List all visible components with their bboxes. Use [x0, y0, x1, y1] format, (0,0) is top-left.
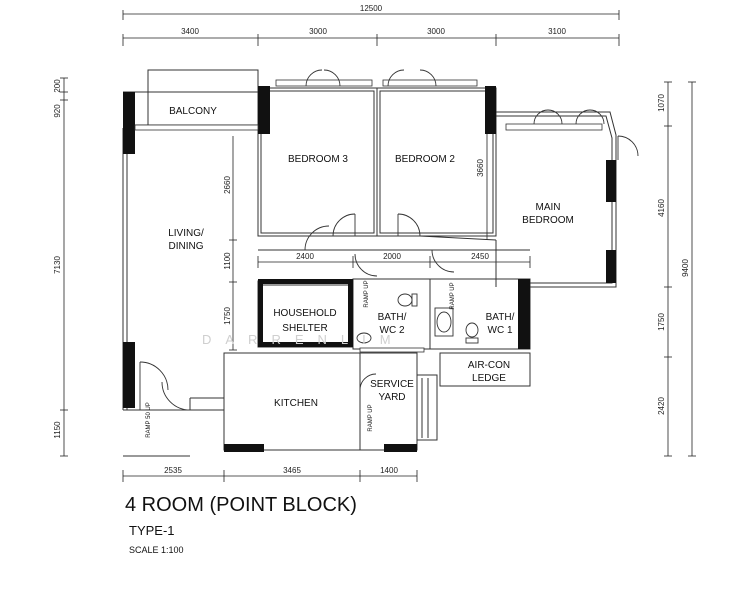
room-shelter-line1: HOUSEHOLD [273, 308, 336, 319]
bottom-dim-3: 1400 [380, 466, 398, 475]
bath2-width-dim: 2000 [383, 252, 401, 261]
shelter-height-dim: 1750 [223, 307, 232, 325]
overall-depth-label: 9400 [681, 259, 690, 277]
top-dim-2: 3000 [309, 27, 327, 36]
room-bath1-line2: WC 1 [488, 325, 513, 336]
room-bath2-line1: BATH/ [378, 312, 407, 323]
overall-width-label: 12500 [360, 4, 383, 13]
room-labels: BALCONY BEDROOM 3 BEDROOM 2 MAIN BEDROOM… [168, 106, 574, 409]
plan-title: 4 ROOM (POINT BLOCK) [125, 494, 357, 516]
room-shelter-line2: SHELTER [282, 323, 327, 334]
structural-columns [123, 86, 616, 452]
wc2-basin-icon [356, 332, 372, 344]
wc2-toilet-icon [397, 293, 413, 307]
right-dim-1: 1070 [657, 94, 666, 112]
room-aircon-line1: AIR-CON [468, 360, 510, 371]
ramp-bath1-label: RAMP UP [450, 282, 456, 309]
room-service-line2: YARD [378, 392, 405, 403]
wc1-basin-icon [436, 311, 452, 333]
sanitary-fixtures [356, 293, 479, 344]
room-service-line1: SERVICE [370, 379, 414, 390]
windows [134, 79, 603, 353]
dimension-labels: 12500 3400 3000 3000 3100 920 200 7130 1… [53, 4, 690, 475]
ramp-yard-label: RAMP UP [368, 404, 374, 431]
watermark: DARRENLIM [202, 332, 405, 347]
room-main-bedroom-line1: MAIN [536, 202, 561, 213]
room-bedroom2: BEDROOM 2 [395, 154, 455, 165]
bottom-dim-1: 2535 [164, 466, 182, 475]
room-balcony: BALCONY [169, 106, 217, 117]
wc1-toilet-icon [465, 322, 479, 338]
room-living-line2: DINING [169, 241, 204, 252]
bedroom2-depth-dim: 3660 [476, 159, 485, 177]
ramp-labels: RAMP 50 UP RAMP UP RAMP UP RAMP UP [146, 280, 456, 437]
ramp-bath2-label: RAMP UP [364, 280, 370, 307]
top-dim-4: 3100 [548, 27, 566, 36]
right-dim-4: 2420 [657, 397, 666, 415]
plan-scale: SCALE 1:100 [129, 545, 184, 555]
right-dim-2: 4160 [657, 199, 666, 217]
room-kitchen: KITCHEN [274, 398, 318, 409]
dimension-lines [60, 10, 696, 482]
left-dim-4: 1150 [53, 421, 62, 439]
plan-subtitle: TYPE-1 [129, 523, 175, 538]
room-living-line1: LIVING/ [168, 228, 204, 239]
shelter-width-dim: 2400 [296, 252, 314, 261]
bath1-width-dim: 2450 [471, 252, 489, 261]
ramp-entry-label: RAMP 50 UP [146, 402, 152, 438]
room-aircon-line2: LEDGE [472, 373, 506, 384]
door-swings [139, 69, 639, 411]
bedroom3-height-dim: 2660 [223, 176, 232, 194]
left-dim-3: 7130 [53, 256, 62, 274]
left-dim-1: 920 [53, 104, 62, 118]
room-bedroom3: BEDROOM 3 [288, 154, 348, 165]
room-bath1-line1: BATH/ [486, 312, 515, 323]
top-dim-1: 3400 [181, 27, 199, 36]
left-dim-2: 200 [53, 79, 62, 93]
right-dim-3: 1750 [657, 313, 666, 331]
room-bath2-line2: WC 2 [380, 325, 405, 336]
room-main-bedroom-line2: BEDROOM [522, 215, 574, 226]
corridor-dim: 1100 [223, 252, 232, 270]
bottom-dim-2: 3465 [283, 466, 301, 475]
top-dim-3: 3000 [427, 27, 445, 36]
